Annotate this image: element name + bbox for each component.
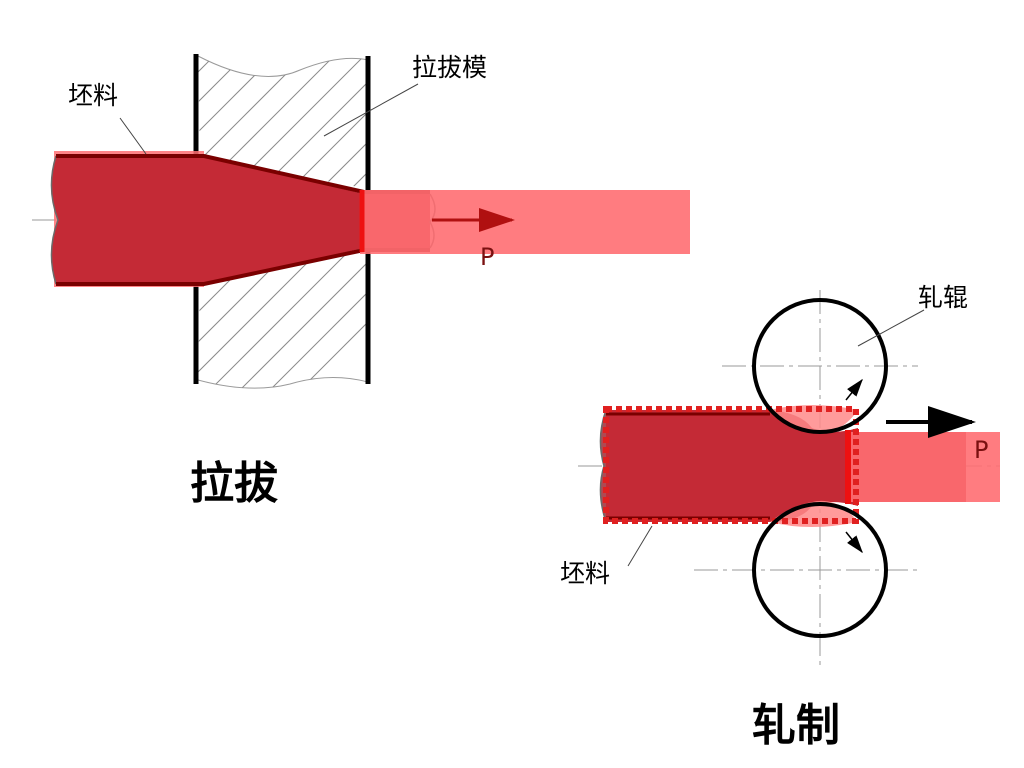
die-outline-bottom [197, 376, 369, 389]
billet-overlay-right [360, 190, 690, 254]
billet-callout-leader-top [119, 117, 147, 155]
billet-callout-top: 坯料 [68, 81, 118, 110]
drawing-process: P 坯料 拉拔模 拉拔 [32, 53, 690, 509]
rolling-dotted-outline [603, 406, 859, 524]
rolled-product-overlay [850, 432, 1000, 502]
roll-bottom [752, 502, 888, 638]
roll-bottom-rotation-arrow [845, 531, 863, 554]
rolling-force-label: P [974, 436, 988, 464]
rolling-billet-body [600, 410, 858, 522]
drawing-billet [50, 151, 690, 287]
billet-callout-bottom: 坯料 [560, 559, 610, 588]
die-outline [197, 55, 369, 77]
billet-break-left [50, 155, 59, 285]
rolling-process: P 轧辊 坯料 轧制 [560, 283, 1000, 751]
rolling-caption: 轧制 [752, 700, 840, 751]
drawing-force-label: P [480, 243, 494, 271]
roll-callout: 轧辊 [918, 283, 968, 312]
rolling-billet [599, 405, 1000, 527]
die-callout-leader [323, 83, 419, 137]
roll-top-rotation-arrow [845, 378, 863, 401]
billet-callout-leader-bottom [627, 525, 653, 567]
roll-callout-leader [857, 309, 925, 347]
roll-top [752, 298, 888, 434]
drawing-caption: 拉拔 [190, 458, 278, 509]
die-callout: 拉拔模 [412, 53, 487, 82]
billet-body [51, 156, 431, 284]
contact-zone-top [770, 405, 858, 434]
